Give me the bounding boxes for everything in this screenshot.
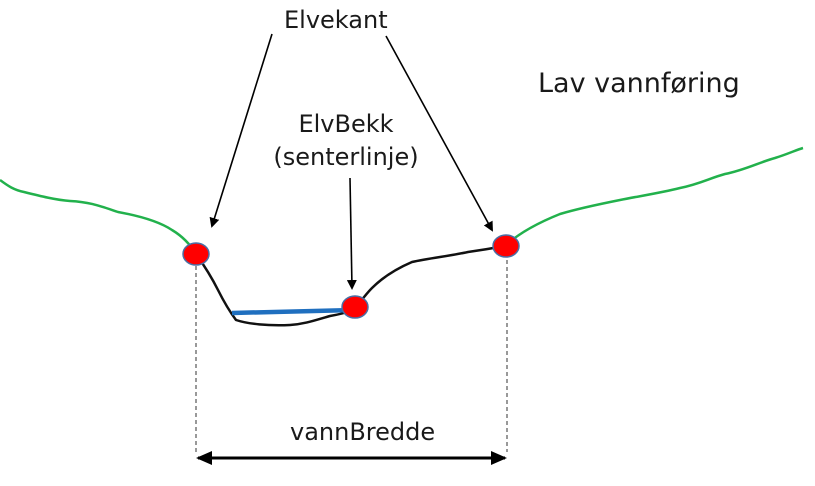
elvekant-arrow-left bbox=[209, 33, 273, 228]
centerline-point bbox=[341, 295, 369, 319]
elvbekk-label: ElvBekk (senterlinje) bbox=[270, 108, 422, 174]
bank-point-right bbox=[492, 234, 520, 258]
elvbekk-arrow bbox=[346, 177, 357, 290]
lav-vannforing-label: Lav vannføring bbox=[538, 68, 740, 99]
water-surface-line bbox=[231, 307, 355, 316]
elvekant-label: Elvekant bbox=[284, 6, 388, 34]
elvbekk-label-line1: ElvBekk bbox=[298, 110, 394, 138]
elvbekk-label-line2: (senterlinje) bbox=[273, 143, 419, 171]
vannbredde-label: vannBredde bbox=[290, 418, 436, 446]
terrain-right-line bbox=[504, 146, 804, 247]
terrain-left-line bbox=[0, 178, 198, 255]
bank-point-left bbox=[182, 242, 210, 266]
elvekant-arrow-right bbox=[385, 35, 493, 232]
